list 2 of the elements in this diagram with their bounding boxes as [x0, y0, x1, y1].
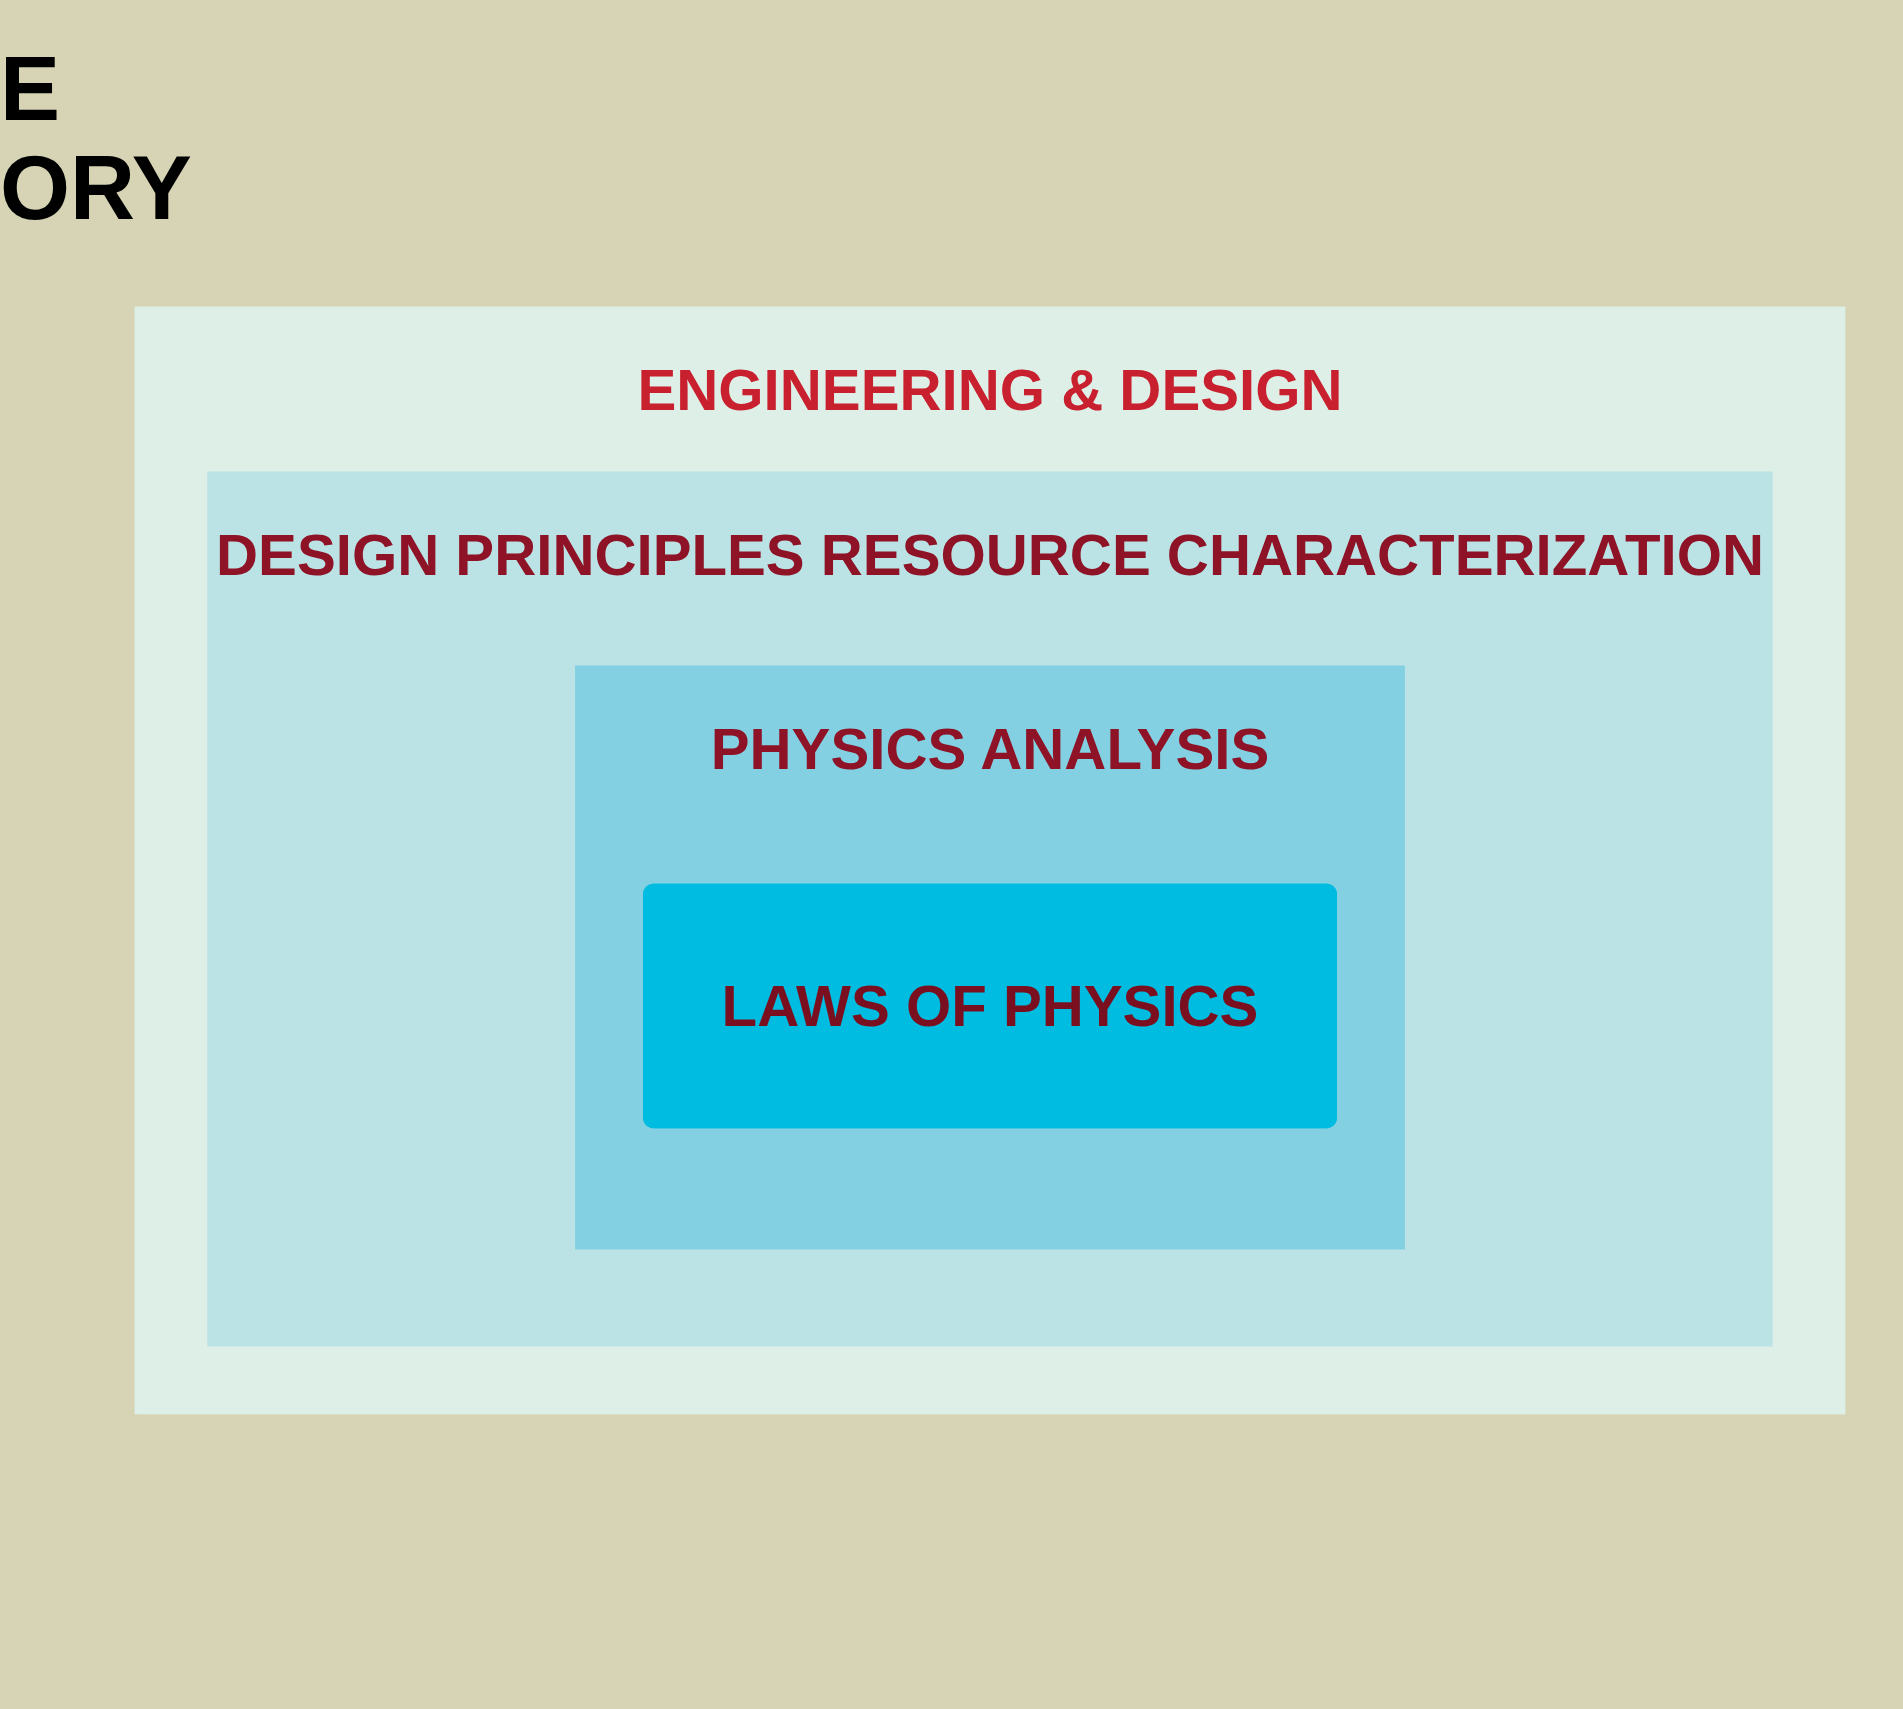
heading-fragment: ORY [0, 139, 192, 238]
heading-fragment: E [0, 40, 62, 139]
